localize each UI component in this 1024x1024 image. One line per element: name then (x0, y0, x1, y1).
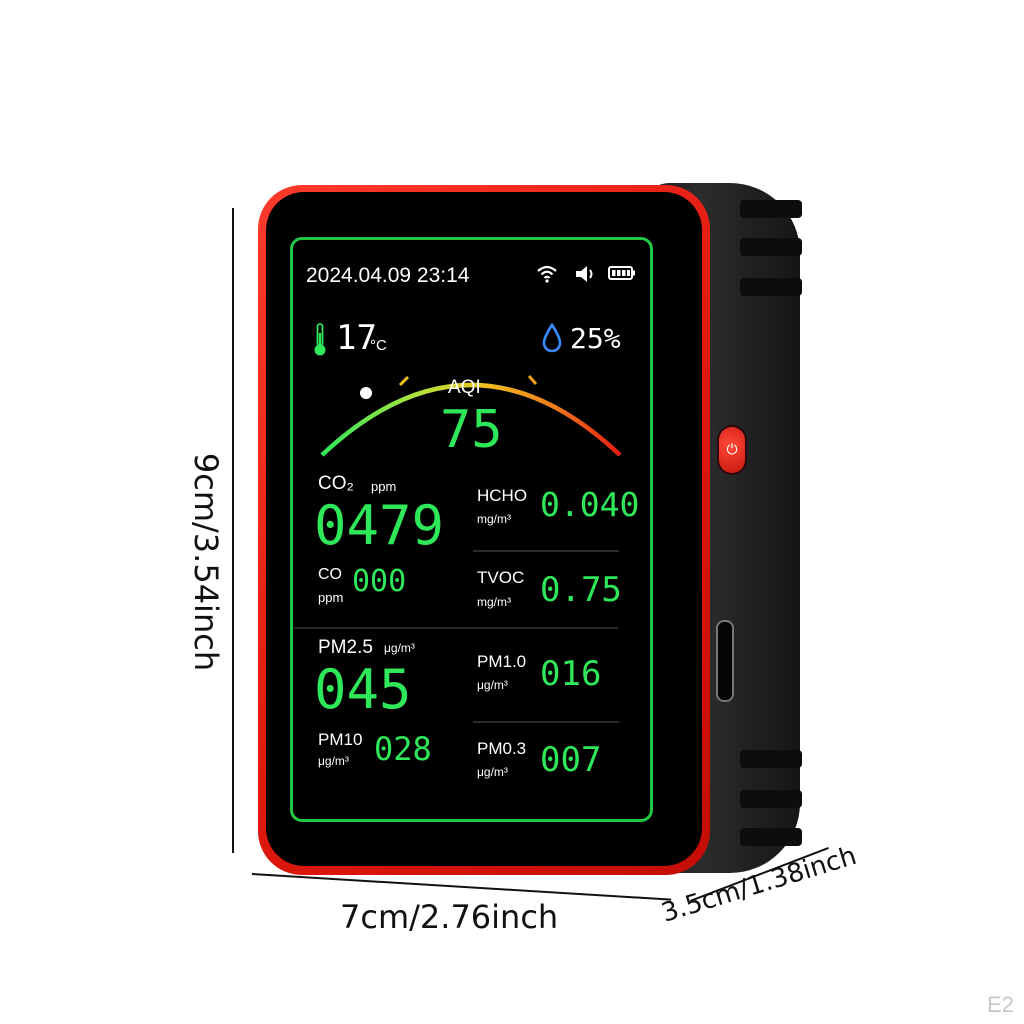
side-fin (740, 790, 802, 808)
pm10-unit: μg/m³ (318, 754, 349, 768)
tvoc-label: TVOC (477, 568, 525, 587)
pm10-value: 028 (374, 730, 432, 768)
co2-label: CO₂ (318, 473, 354, 494)
hcho-unit: mg/m³ (477, 512, 511, 526)
co-value: 000 (352, 564, 407, 599)
pm03-unit: μg/m³ (477, 765, 508, 779)
pm25-label: PM2.5 (318, 637, 373, 658)
width-dimension-line (251, 873, 672, 901)
battery-icon (608, 266, 635, 280)
power-button[interactable]: ⏻ (719, 427, 745, 473)
speaker-icon (576, 266, 593, 282)
tvoc-value: 0.75 (540, 570, 622, 610)
side-fin (740, 238, 802, 256)
aqi-value: 75 (440, 400, 503, 460)
pm10-label: PM10 (318, 730, 363, 749)
hcho-value: 0.040 (540, 485, 640, 524)
co-unit: ppm (318, 590, 344, 605)
co2-unit: ppm (371, 479, 397, 494)
hcho-label: HCHO (477, 486, 528, 505)
usb-c-port (716, 620, 734, 702)
pm25-value: 045 (314, 658, 412, 721)
co2-value: 0479 (314, 494, 445, 557)
datetime: 2024.04.09 23:14 (306, 264, 470, 287)
height-dimension-label: 9cm/3.54inch (187, 452, 225, 672)
pm1-unit: μg/m³ (477, 678, 508, 692)
thermometer-icon (314, 323, 326, 356)
side-fin (740, 278, 802, 296)
pm25-unit: μg/m³ (384, 641, 415, 655)
divider (294, 627, 618, 629)
co-label: CO (318, 566, 342, 583)
tvoc-unit: mg/m³ (477, 595, 511, 609)
width-dimension-label: 7cm/2.76inch (340, 898, 559, 936)
temperature-value: 17 (336, 318, 377, 358)
pm03-value: 007 (540, 740, 602, 780)
side-fin (740, 750, 802, 768)
pm03-label: PM0.3 (477, 739, 527, 758)
watermark: E2 (987, 992, 1014, 1017)
side-fin (740, 200, 802, 218)
divider (473, 550, 619, 552)
power-icon: ⏻ (726, 442, 738, 458)
pm1-value: 016 (540, 654, 602, 694)
height-dimension-line (232, 208, 234, 853)
display-screen (290, 237, 653, 822)
aqi-label: AQI (448, 377, 481, 398)
pm1-label: PM1.0 (477, 652, 527, 671)
humidity-value: 25% (570, 322, 621, 355)
water-drop-icon (542, 323, 562, 353)
divider (473, 721, 619, 723)
wifi-icon (537, 265, 557, 283)
aqi-gauge (320, 375, 622, 457)
temperature-unit: °C (370, 337, 387, 354)
side-fin (740, 828, 802, 846)
